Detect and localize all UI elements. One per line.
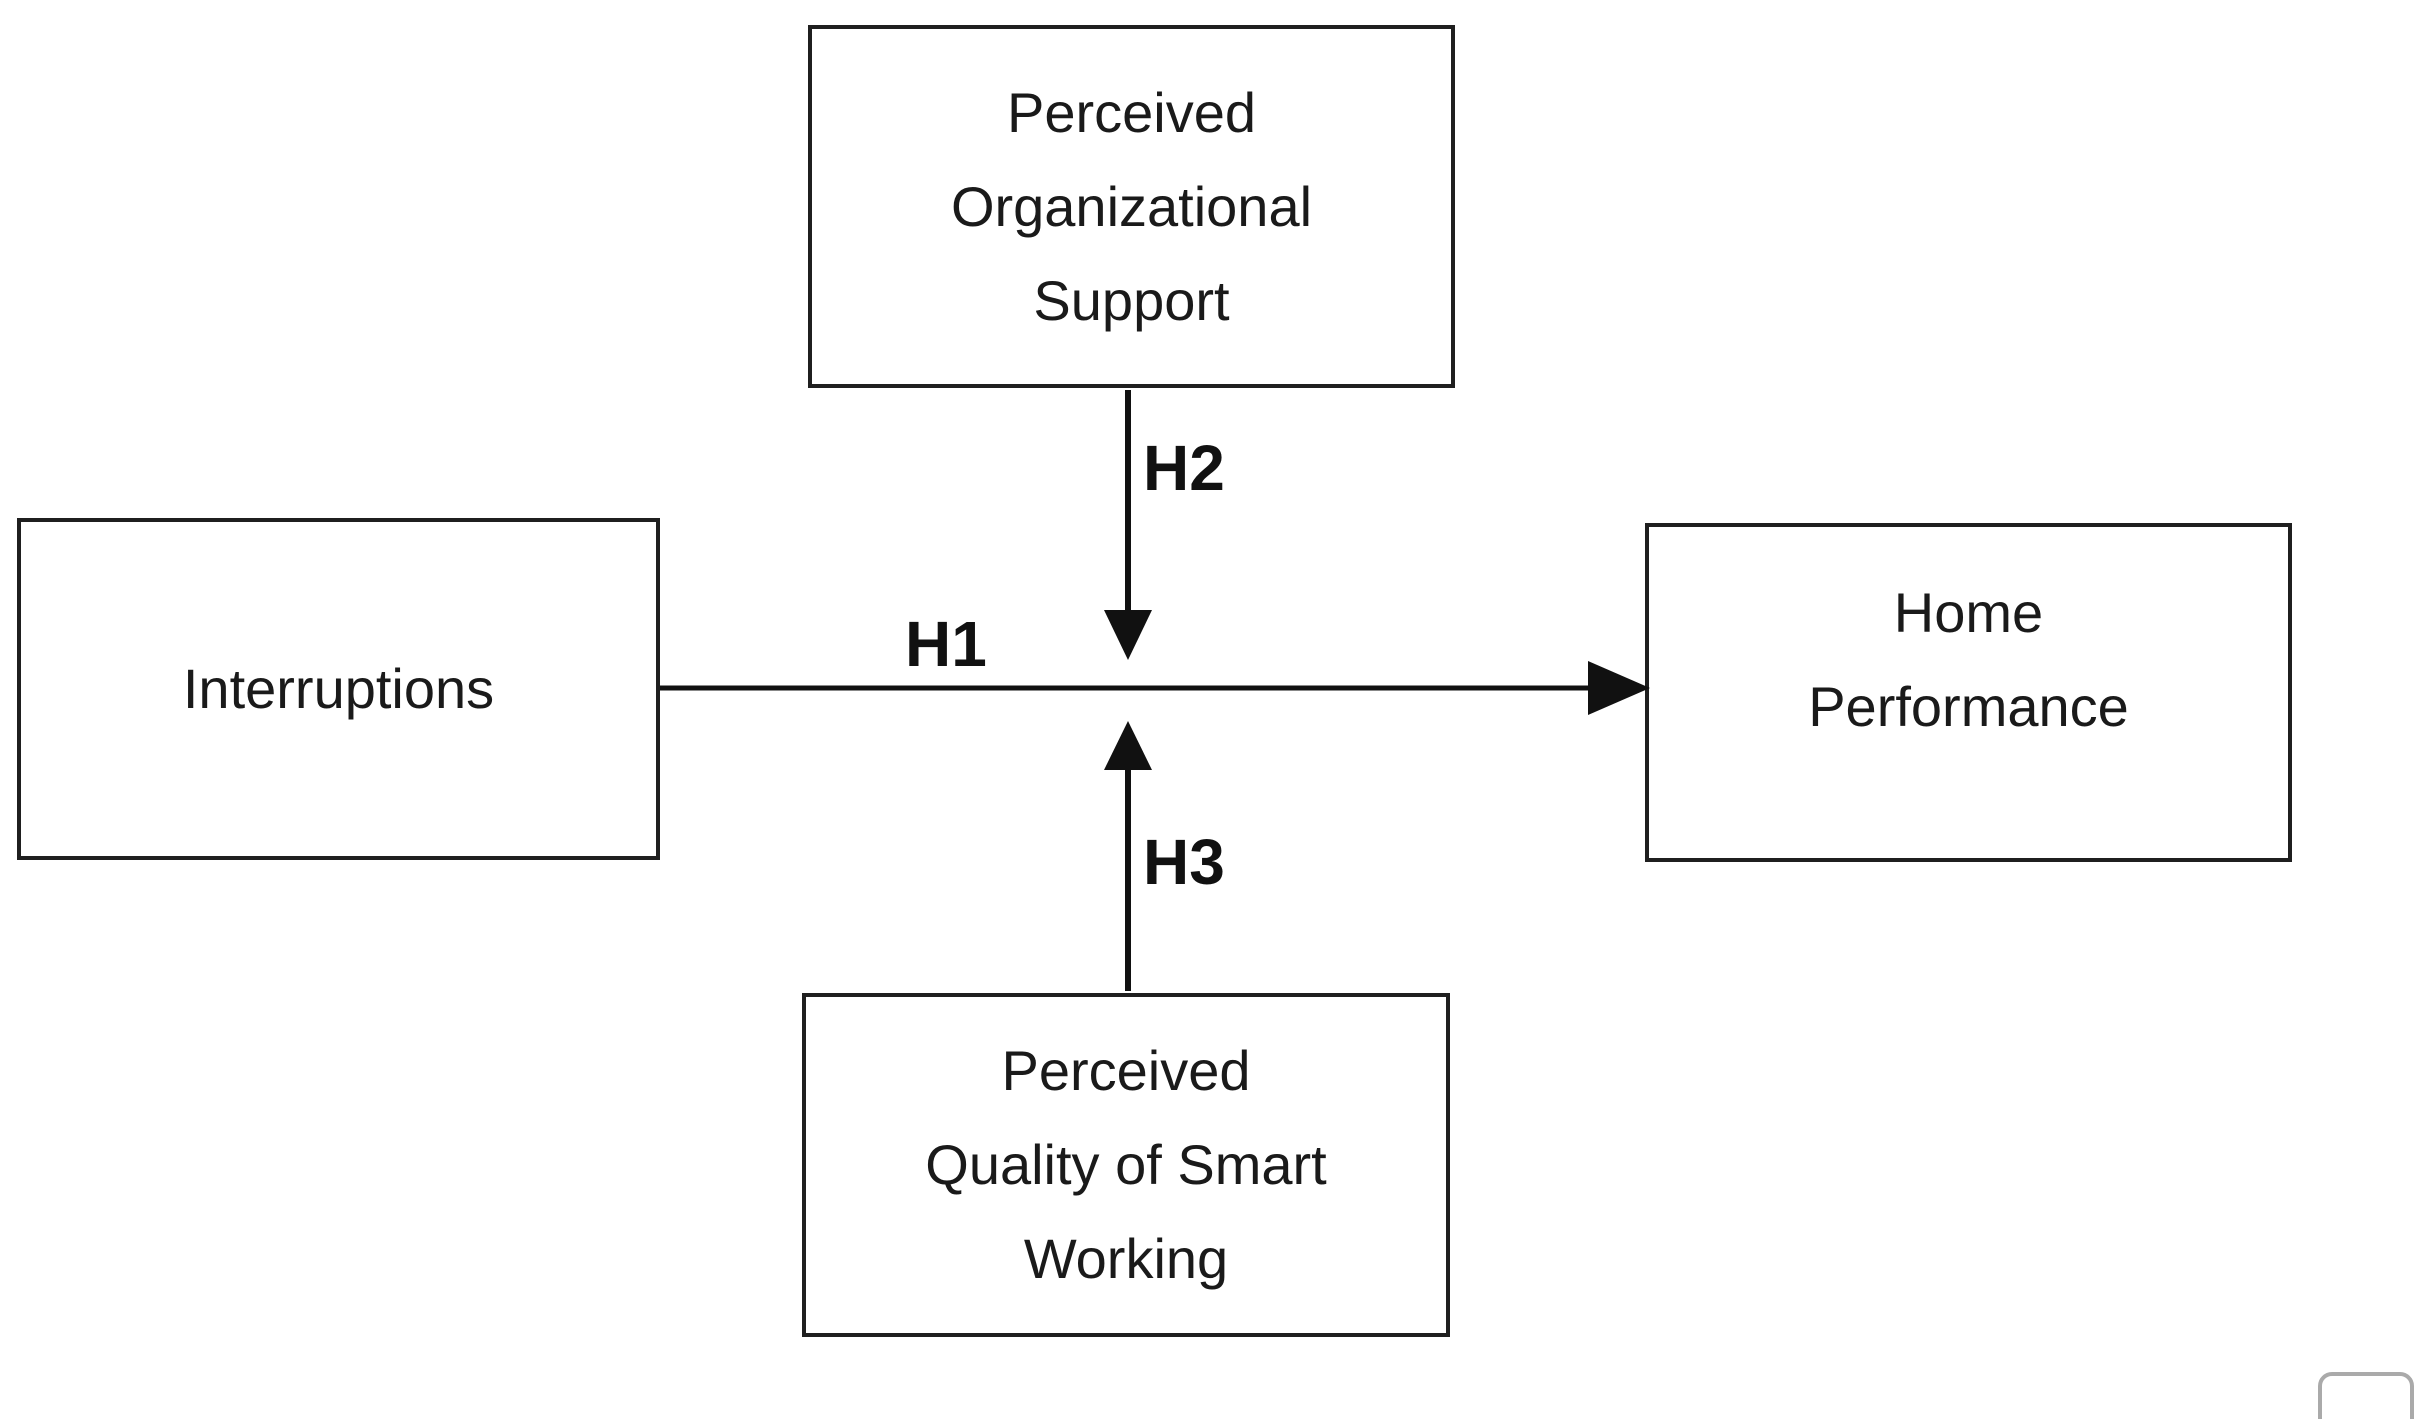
node-home-performance: Home Performance — [1645, 523, 2292, 862]
node-label-line: Quality of Smart — [925, 1133, 1327, 1196]
node-label: Perceived Organizational Support — [951, 66, 1312, 348]
node-label-line: Performance — [1808, 674, 2129, 738]
node-label-line: Home — [1893, 580, 2044, 644]
node-label: Interruptions — [183, 642, 494, 736]
node-label-line: Perceived — [1006, 80, 1256, 144]
node-label-line: Perceived — [1001, 1039, 1251, 1102]
node-label-line: Support — [1033, 268, 1230, 332]
edge-label-h1: H1 — [905, 608, 987, 680]
h1-arrowhead-icon — [1588, 661, 1650, 715]
node-label-line: Interruptions — [182, 657, 495, 720]
node-label: Perceived Quality of Smart Working — [925, 1024, 1326, 1306]
node-label-line: Working — [1023, 1227, 1229, 1290]
h2-arrowhead-icon — [1104, 610, 1152, 660]
node-label-line: Organizational — [950, 174, 1313, 238]
node-perceived-quality-of-smart-working: Perceived Quality of Smart Working — [802, 993, 1450, 1337]
edge-label-h3: H3 — [1143, 826, 1225, 898]
node-perceived-organizational-support: Perceived Organizational Support — [808, 25, 1455, 388]
edge-label-h2: H2 — [1143, 432, 1225, 504]
node-label: Home Performance — [1808, 566, 2129, 754]
h3-arrowhead-icon — [1104, 721, 1152, 770]
bottom-right-partial-button[interactable] — [2318, 1372, 2414, 1419]
node-interruptions: Interruptions — [17, 518, 660, 860]
